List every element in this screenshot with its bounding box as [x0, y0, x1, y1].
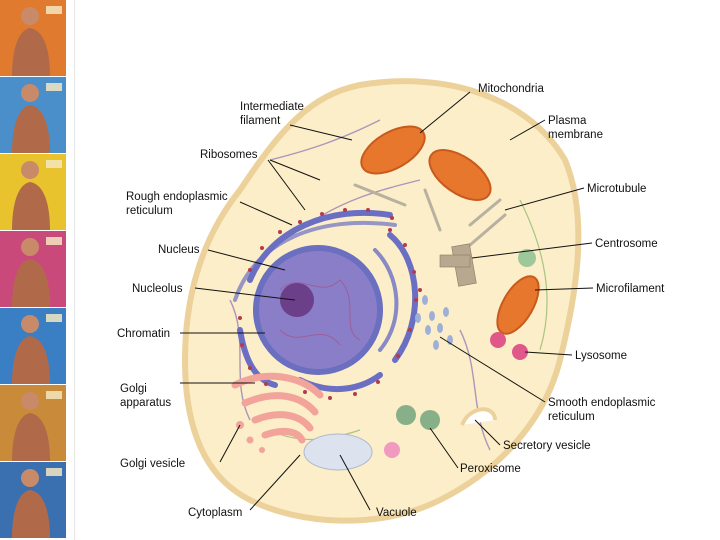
label-mitochondria: Mitochondria: [478, 83, 544, 95]
label-golgi-apparatus-1: Golgi: [120, 383, 147, 395]
ribosome: [343, 208, 347, 212]
vacuole: [303, 433, 373, 471]
label-leaders: [180, 91, 594, 511]
respiratory-system-poster: [0, 77, 66, 153]
label-microtubule: Microtubule: [587, 183, 646, 195]
smooth-er-tubule: [443, 307, 449, 317]
centrosome-vesicle: [518, 249, 536, 267]
mitochondria: [360, 125, 540, 335]
label-golgi-vesicle: Golgi vesicle: [120, 458, 185, 470]
ribosome: [264, 382, 268, 386]
peroxisomes: [396, 405, 440, 430]
ribosome: [376, 380, 380, 384]
digestive-system-poster: [0, 0, 66, 76]
secretory-vesicle: [460, 407, 497, 426]
lysosomes: [490, 332, 528, 360]
circulatory-system-poster: [0, 154, 66, 230]
golgi-apparatus: [231, 372, 324, 444]
ribosome: [248, 268, 252, 272]
label-smooth-er-2: reticulum: [548, 411, 595, 423]
muscular-system-poster: [0, 308, 66, 384]
label-rough-er-1: Rough endoplasmic: [126, 191, 228, 203]
ribosome: [390, 216, 394, 220]
label-cytoplasm: Cytoplasm: [188, 507, 242, 519]
ribosome: [408, 328, 412, 332]
label-peroxisome: Peroxisome: [460, 463, 521, 475]
ribosome: [240, 343, 244, 347]
label-microfilament: Microfilament: [596, 283, 665, 295]
ribosome: [403, 243, 407, 247]
label-smooth-er-1: Smooth endoplasmic: [548, 397, 656, 409]
labels: Intermediate filament Ribosomes Rough en…: [117, 83, 665, 519]
label-plasma-membrane-2: membrane: [548, 129, 603, 141]
smooth-er-tubule: [429, 311, 435, 321]
smooth-er-tubule: [433, 340, 439, 350]
rough-er: [233, 209, 419, 393]
ribosome: [353, 392, 357, 396]
label-plasma-membrane-1: Plasma: [548, 115, 587, 127]
microtubules: [353, 183, 507, 247]
label-intermediate-filament-2: filament: [240, 115, 281, 127]
ribosome: [418, 288, 422, 292]
label-chromatin: Chromatin: [117, 328, 170, 340]
ribosome: [298, 220, 302, 224]
ribosome: [278, 230, 282, 234]
ribosome: [388, 228, 392, 232]
ribosome: [414, 298, 418, 302]
smooth-er-tubule: [437, 323, 443, 333]
ribosome: [366, 208, 370, 212]
ribosome: [238, 316, 242, 320]
ribosome: [303, 390, 307, 394]
label-vacuole: Vacuole: [376, 507, 417, 519]
label-nucleolus: Nucleolus: [132, 283, 183, 295]
nervous-system-poster: [0, 385, 66, 461]
ribosome: [248, 366, 252, 370]
centrosome: [439, 243, 477, 287]
smooth-er-tubule: [425, 325, 431, 335]
ribosome: [260, 246, 264, 250]
pink-vesicle: [384, 442, 400, 458]
endocrine-system-poster: [0, 462, 66, 538]
label-lysosome: Lysosome: [575, 350, 627, 362]
label-intermediate-filament-1: Intermediate: [240, 101, 304, 113]
label-secretory-vesicle: Secretory vesicle: [503, 440, 591, 452]
smooth-er-tubule: [415, 313, 421, 323]
smooth-er-tubule: [422, 295, 428, 305]
ribosome: [412, 270, 416, 274]
golgi-vesicles: [236, 421, 265, 453]
ribosome: [396, 354, 400, 358]
label-rough-er-2: reticulum: [126, 205, 173, 217]
label-golgi-apparatus-2: apparatus: [120, 397, 171, 409]
nucleus: [253, 245, 383, 375]
chromatin: [279, 279, 361, 346]
body-systems-sidebar: [0, 0, 66, 540]
label-centrosome: Centrosome: [595, 238, 658, 250]
ribosomes: [238, 208, 422, 400]
label-ribosomes: Ribosomes: [200, 149, 258, 161]
skeletal-system-poster: [0, 231, 66, 307]
sidebar-divider: [74, 0, 75, 540]
smooth-er: [415, 295, 453, 350]
ribosome: [328, 396, 332, 400]
label-nucleus: Nucleus: [158, 244, 200, 256]
nucleolus: [280, 283, 314, 317]
ribosome: [320, 212, 324, 216]
